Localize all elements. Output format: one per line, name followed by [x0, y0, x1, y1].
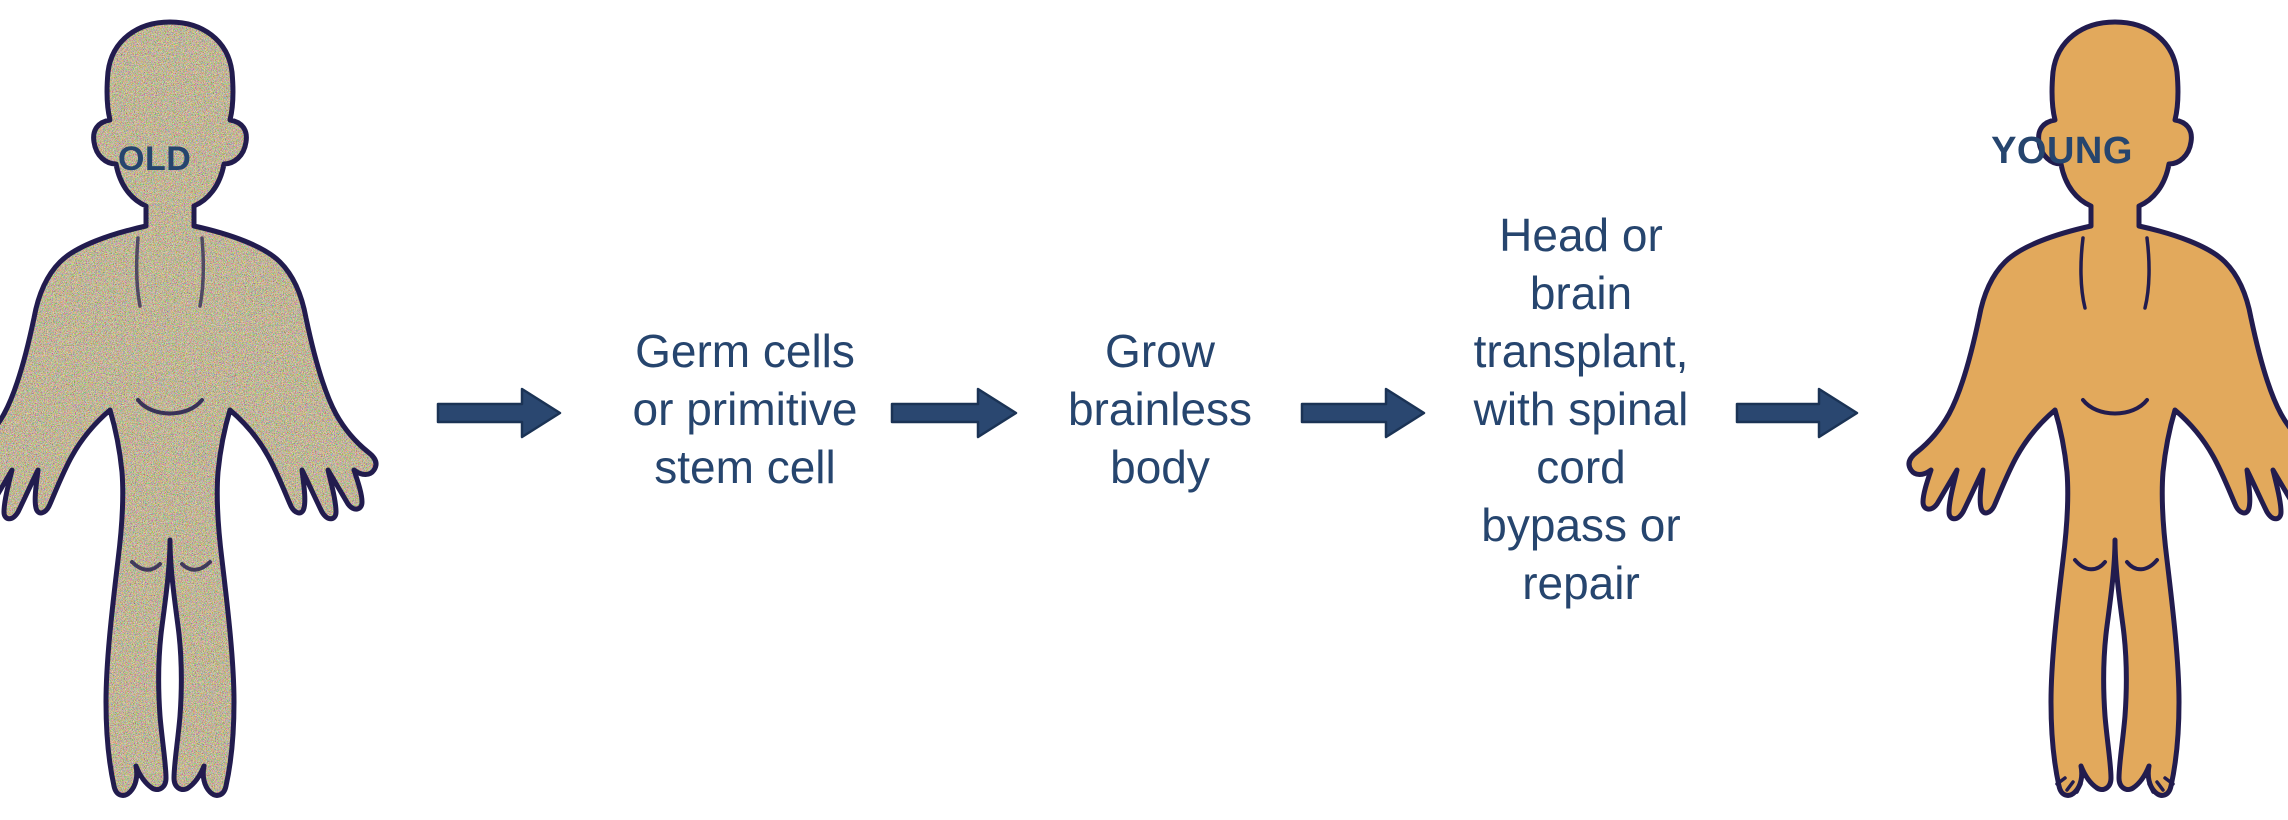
young-body-figure [1905, 0, 2288, 820]
flow-arrow-2 [890, 385, 1018, 441]
flow-arrow-1 [436, 385, 562, 441]
step-label-head-transplant: Head or brain transplant, with spinal co… [1473, 209, 1689, 609]
step-label-germ-cells: Germ cells or primitive stem cell [632, 325, 858, 493]
young-body-label: YOUNG [1991, 130, 2133, 172]
flow-arrow-3 [1300, 385, 1426, 441]
old-body-figure [0, 0, 380, 820]
old-body-label: OLD [118, 140, 192, 178]
step-label-grow-brainless-body: Grow brainless body [1067, 325, 1253, 493]
flow-arrow-4 [1735, 385, 1859, 441]
